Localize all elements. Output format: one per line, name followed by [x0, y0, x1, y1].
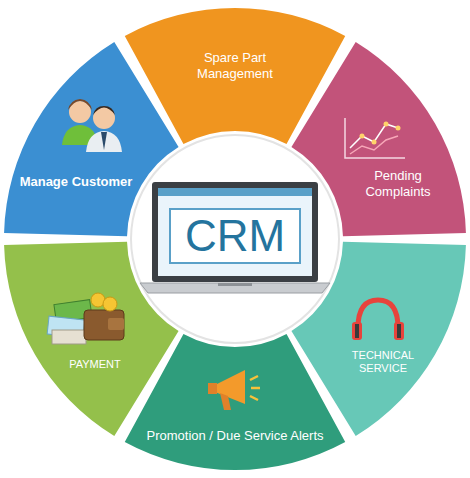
segment-label: Pending Complaints	[343, 168, 453, 199]
browser-bar	[158, 188, 312, 196]
segment-fill	[125, 334, 345, 470]
segment-label: Manage Customer	[16, 174, 136, 190]
segment-label: TECHNICAL SERVICE	[328, 349, 438, 375]
segment-label: Spare Part Management	[170, 50, 300, 81]
ring-segment: Promotion / Due Service Alerts	[124, 333, 346, 470]
segment-fill	[125, 8, 345, 144]
screen-title: CRM	[169, 208, 301, 264]
segment-label: PAYMENT	[45, 358, 145, 371]
segment-shape	[124, 333, 346, 470]
ring-segment: Spare Part Management	[124, 8, 346, 145]
laptop-screen: CRM	[152, 182, 318, 282]
segment-label: Promotion / Due Service Alerts	[140, 428, 330, 444]
